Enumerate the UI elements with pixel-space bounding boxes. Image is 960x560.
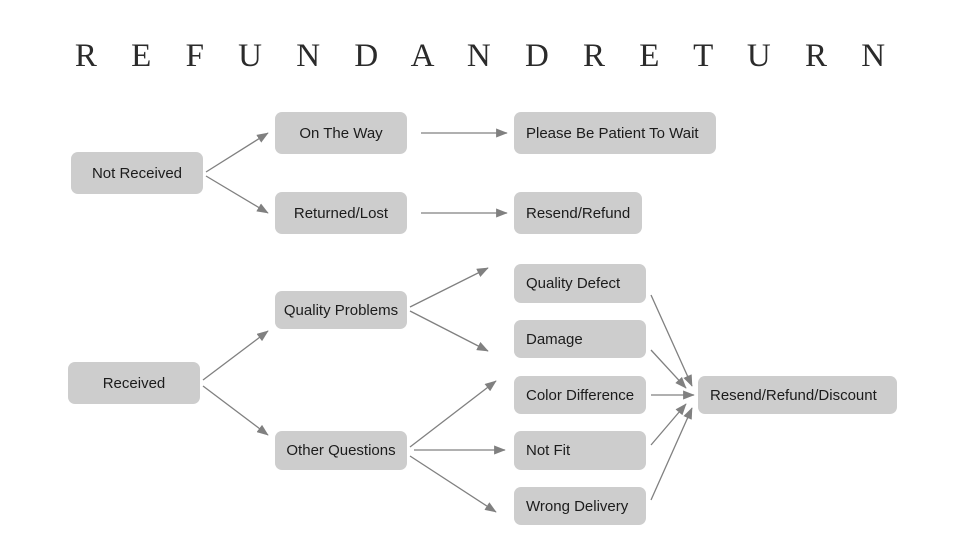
edge-quality-problems-to-damage	[409, 310, 489, 352]
edge-not-received-to-on-the-way	[205, 132, 269, 173]
node-damage[interactable]: Damage	[514, 320, 646, 358]
edge-quality-problems-to-quality-defect	[409, 267, 489, 308]
edge-other-questions-to-wrong-delivery	[409, 455, 497, 513]
edge-not-received-to-returned-lost	[205, 175, 269, 214]
edge-damage-to-resend-refund-discount	[650, 349, 687, 389]
node-not-received[interactable]: Not Received	[71, 152, 203, 194]
edge-received-to-quality-problems	[202, 330, 269, 381]
node-resend-refund[interactable]: Resend/Refund	[514, 192, 642, 234]
node-other-questions[interactable]: Other Questions	[275, 431, 407, 470]
page-title: R E F U N D A N D R E T U R N	[74, 38, 899, 74]
node-wrong-delivery[interactable]: Wrong Delivery	[514, 487, 646, 525]
node-received[interactable]: Received	[68, 362, 200, 404]
edge-wrong-delivery-to-resend-refund-discount	[650, 407, 693, 501]
node-color-difference[interactable]: Color Difference	[514, 376, 646, 414]
node-please-be-patient-to-wait[interactable]: Please Be Patient To Wait	[514, 112, 716, 154]
node-quality-problems[interactable]: Quality Problems	[275, 291, 407, 329]
edge-not-fit-to-resend-refund-discount	[650, 403, 687, 446]
node-quality-defect[interactable]: Quality Defect	[514, 264, 646, 303]
edge-other-questions-to-color-difference	[409, 380, 497, 448]
node-on-the-way[interactable]: On The Way	[275, 112, 407, 154]
node-returned-lost[interactable]: Returned/Lost	[275, 192, 407, 234]
edge-received-to-other-questions	[202, 385, 269, 436]
node-resend-refund-discount[interactable]: Resend/Refund/Discount	[698, 376, 897, 414]
node-not-fit[interactable]: Not Fit	[514, 431, 646, 470]
edge-quality-defect-to-resend-refund-discount	[650, 294, 693, 387]
